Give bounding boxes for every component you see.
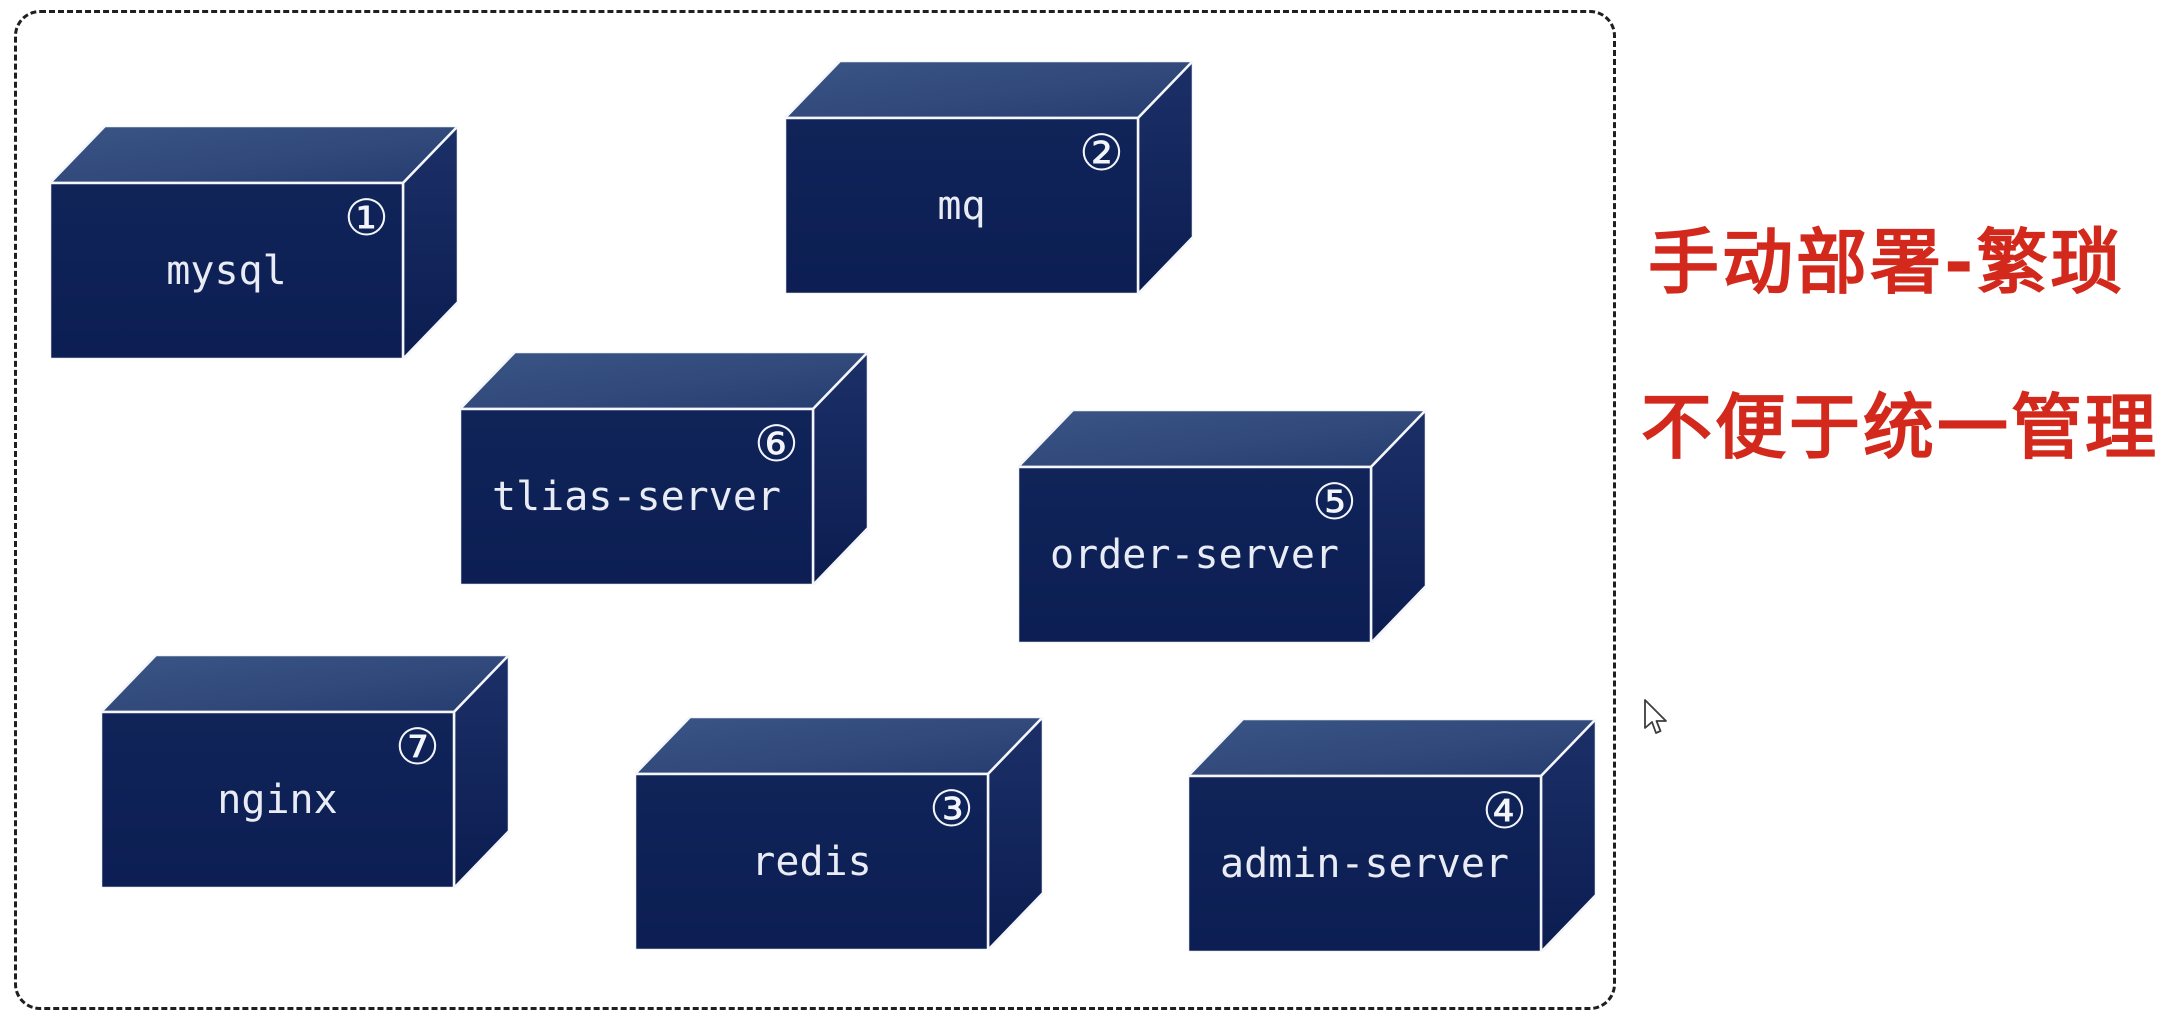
cube-shape bbox=[635, 717, 1043, 950]
service-label: mq bbox=[937, 183, 986, 229]
service-label: mysql bbox=[166, 248, 287, 294]
service-box-redis: redis ③ bbox=[635, 717, 1043, 950]
cube-front-face: admin-server ④ bbox=[1188, 776, 1541, 952]
cube-front-face: nginx ⑦ bbox=[101, 712, 454, 888]
mouse-cursor-icon bbox=[1644, 699, 1667, 734]
number-badge: ② bbox=[1079, 124, 1124, 182]
cube-shape bbox=[1018, 410, 1426, 643]
cube-shape bbox=[785, 61, 1193, 294]
service-label: admin-server bbox=[1220, 841, 1509, 887]
number-badge: ⑤ bbox=[1312, 473, 1357, 531]
dashed-frame bbox=[14, 10, 1616, 1010]
service-box-tlias-server: tlias-server ⑥ bbox=[460, 352, 868, 585]
annotation-manual-deploy: 手动部署-繁琐 bbox=[1648, 221, 2125, 304]
number-badge: ⑦ bbox=[395, 718, 440, 776]
cube-shape bbox=[101, 655, 509, 888]
service-label: tlias-server bbox=[492, 474, 781, 520]
number-badge: ⑥ bbox=[754, 415, 799, 473]
number-badge: ① bbox=[344, 189, 389, 247]
service-label: nginx bbox=[217, 777, 338, 823]
service-box-nginx: nginx ⑦ bbox=[101, 655, 509, 888]
cube-front-face: order-server ⑤ bbox=[1018, 467, 1371, 643]
cube-shape bbox=[460, 352, 868, 585]
cube-front-face: redis ③ bbox=[635, 774, 988, 950]
service-box-admin-server: admin-server ④ bbox=[1188, 719, 1596, 952]
number-badge: ③ bbox=[929, 780, 974, 838]
annotation-unified-management: 不便于统一管理 bbox=[1641, 386, 2160, 469]
cube-front-face: mysql ① bbox=[50, 183, 403, 359]
cube-front-face: tlias-server ⑥ bbox=[460, 409, 813, 585]
cube-shape bbox=[1188, 719, 1596, 952]
service-box-order-server: order-server ⑤ bbox=[1018, 410, 1426, 643]
service-label: redis bbox=[751, 839, 872, 885]
cube-front-face: mq ② bbox=[785, 118, 1138, 294]
cube-shape bbox=[50, 126, 458, 359]
service-box-mysql: mysql ① bbox=[50, 126, 458, 359]
service-label: order-server bbox=[1050, 532, 1339, 578]
service-box-mq: mq ② bbox=[785, 61, 1193, 294]
number-badge: ④ bbox=[1482, 782, 1527, 840]
